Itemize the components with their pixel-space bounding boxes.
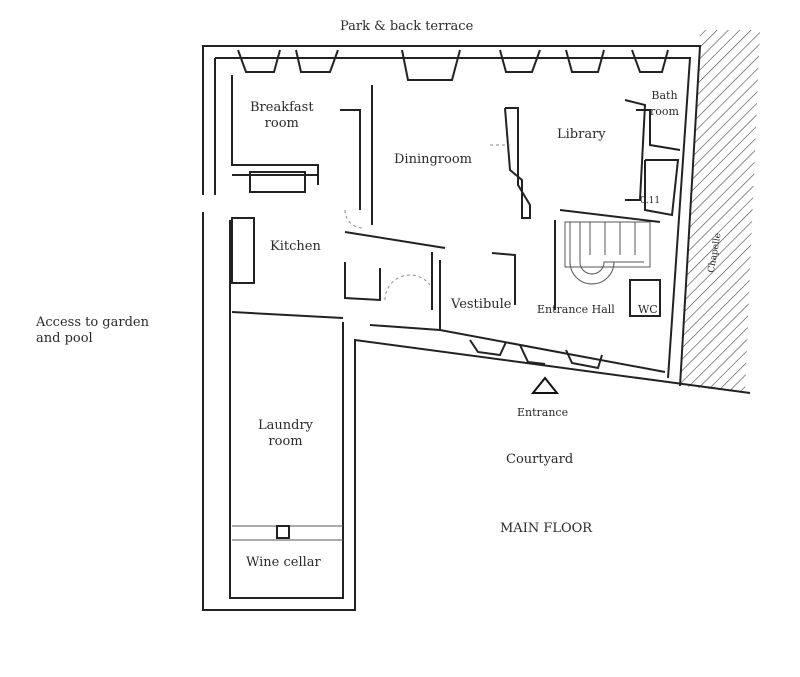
access-line2: and pool [36, 331, 93, 346]
wc-label: WC [638, 303, 658, 316]
interior-walls [231, 49, 681, 370]
access-line1: Access to garden [36, 315, 149, 330]
entrance-marker-icon [530, 376, 560, 394]
outer-walls [202, 45, 751, 611]
small-mark: 0.11 [640, 196, 661, 206]
door-swings [344, 144, 510, 301]
laundry-line1: Laundry [258, 418, 314, 433]
main-floor-title: MAIN FLOOR [500, 521, 593, 536]
breakfast-line2: room [264, 116, 299, 131]
chapel-hatched-area [680, 30, 760, 393]
bath-line2: room [650, 105, 679, 118]
kitchen-label: Kitchen [270, 239, 321, 254]
wine-cellar-label: Wine cellar [246, 555, 321, 570]
courtyard-label: Courtyard [506, 452, 574, 467]
bath-line1: Bath [651, 89, 678, 102]
dining-room-label: Diningroom [394, 152, 472, 167]
entrance-label: Entrance [517, 406, 569, 419]
library-label: Library [557, 127, 606, 142]
entrance-hall-label: Entrance Hall [537, 303, 615, 316]
breakfast-line1: Breakfast [250, 100, 314, 115]
laundry-line2: room [268, 434, 303, 449]
bath-room-label: Bath room [650, 88, 679, 120]
staircase [564, 221, 651, 285]
vestibule-label: Vestibule [451, 297, 512, 312]
park-terrace-label: Park & back terrace [340, 19, 474, 34]
